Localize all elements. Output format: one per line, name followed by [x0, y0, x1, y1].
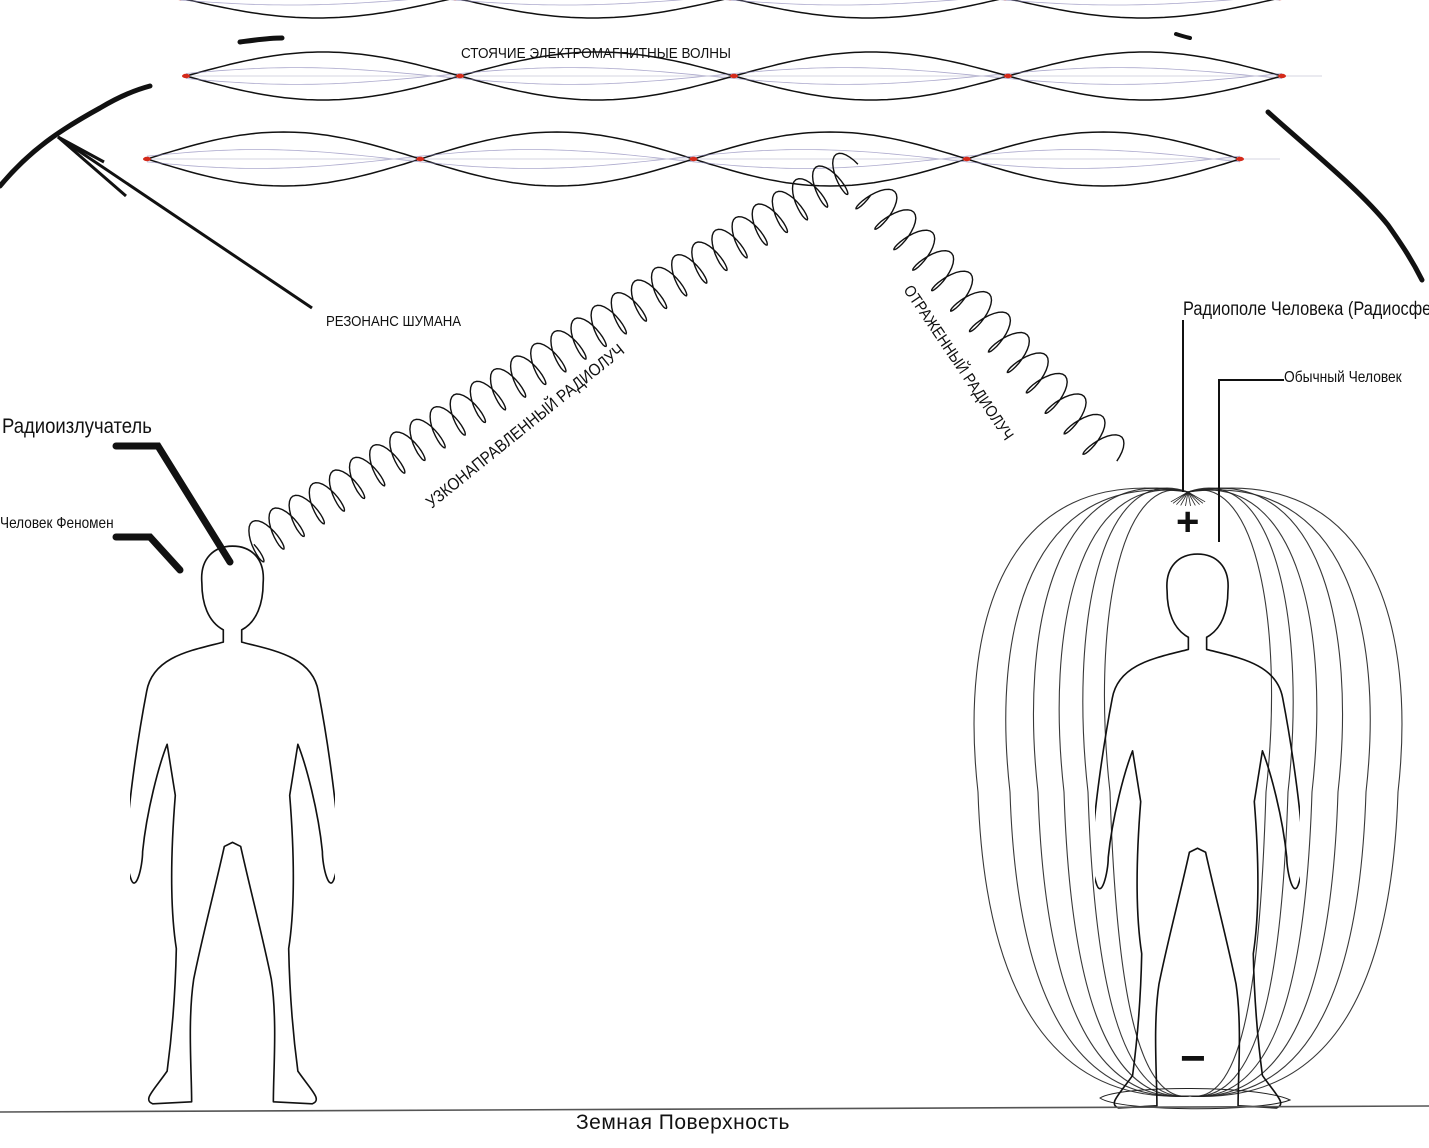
- field-loop: [974, 488, 1190, 1096]
- standing-waves-label: СТОЯЧИЕ ЭЛЕКТРОМАГНИТНЫЕ ВОЛНЫ: [461, 46, 731, 61]
- schumann-arrow-head: [58, 137, 126, 196]
- radio-emitter-label: Радиоизлучатель: [2, 416, 152, 437]
- emitter-pointer: [116, 446, 230, 562]
- standing-waves-lower: [143, 132, 1280, 186]
- narrow-radio-beam: [249, 153, 858, 562]
- beam-coil: [249, 153, 858, 562]
- ordinary-person-label: Обычный Человек: [1284, 370, 1402, 386]
- field-base-ring: [1100, 1088, 1290, 1108]
- field-loop: [1188, 488, 1402, 1096]
- ordinary-person-pointer: [1219, 380, 1284, 542]
- field-loop: [1188, 490, 1272, 1096]
- ionosphere-arc-right-top: [1176, 34, 1190, 38]
- standing-waves-middle: [182, 52, 1322, 100]
- ionosphere-arc-right: [1268, 112, 1422, 280]
- positive-pole-label: +: [1176, 502, 1199, 542]
- phenomenon-human-figure: [124, 546, 340, 1104]
- ionosphere-arc-left: [0, 86, 150, 186]
- ground-surface-label: Земная Поверхность: [576, 1112, 790, 1133]
- wave-node: [1236, 157, 1244, 161]
- radio-field-label: Радиополе Человека (Радиосфера): [1183, 300, 1429, 319]
- wave-node: [416, 157, 424, 161]
- wave-node: [963, 157, 971, 161]
- field-loop: [1188, 488, 1343, 1096]
- schumann-arrow-line: [58, 137, 312, 308]
- phenomenon-pointer: [116, 537, 180, 570]
- faint-wave-curve: [180, 0, 1280, 5]
- wave-node: [1004, 74, 1012, 78]
- standing-waves-top: [176, 0, 1320, 18]
- wave-node: [143, 157, 151, 161]
- wave-node: [690, 157, 698, 161]
- field-loop: [1188, 488, 1293, 1096]
- negative-pole-label: −: [1180, 1037, 1206, 1081]
- wave-node: [456, 74, 464, 78]
- wave-node: [730, 74, 738, 78]
- field-loop: [1188, 490, 1370, 1096]
- ionosphere-arc-left-top: [240, 38, 282, 42]
- standing-wave-curve: [180, 0, 1280, 18]
- field-loop: [1059, 490, 1190, 1096]
- phenomenon-person-label: Человек Феномен: [0, 516, 114, 532]
- standing-wave-curve: [180, 0, 1280, 18]
- wave-node: [182, 74, 190, 78]
- schumann-resonance-label: РЕЗОНАНС ШУМАНА: [326, 314, 461, 329]
- radiosphere-field-lines: [974, 488, 1402, 1109]
- wave-node: [1278, 74, 1286, 78]
- field-loop: [1083, 488, 1190, 1096]
- field-loop: [1104, 490, 1190, 1096]
- ordinary-human-figure: [1090, 554, 1305, 1108]
- faint-wave-curve: [180, 0, 1280, 5]
